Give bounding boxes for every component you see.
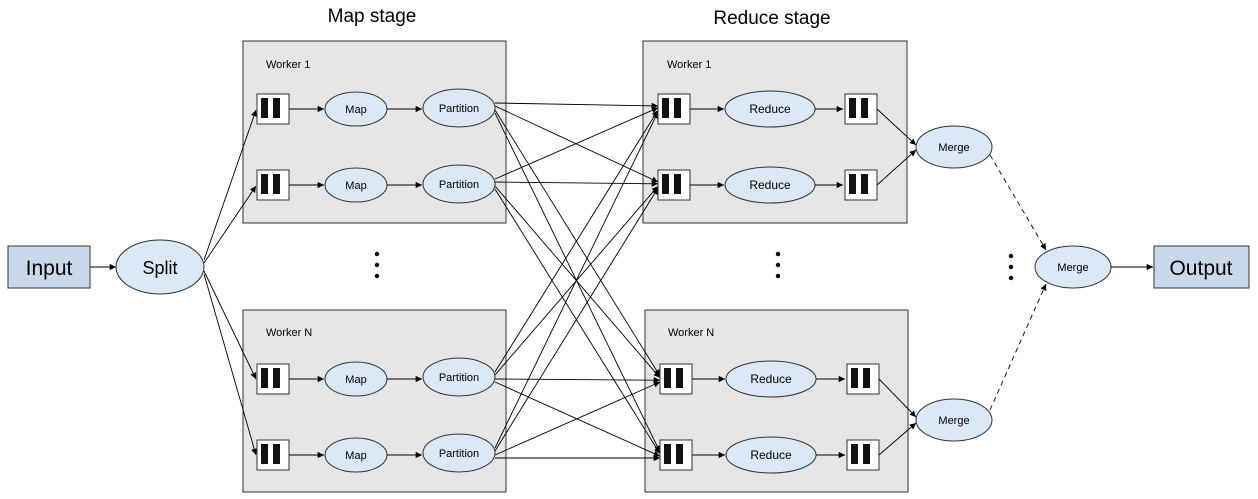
map-row: Map Partition [256, 164, 496, 204]
queue-icon [256, 439, 290, 471]
reduce-stage-title: Reduce stage [713, 8, 830, 29]
reduce-node-label: Reduce [749, 102, 791, 116]
split-label: Split [142, 258, 177, 278]
shuffle-line [494, 188, 661, 455]
map-node-label: Map [345, 374, 366, 386]
split-edges [203, 109, 258, 456]
merge-label: Merge [1057, 262, 1088, 274]
split-node: Split [115, 239, 205, 295]
shuffle-line [494, 102, 659, 110]
queue-icon [657, 93, 691, 125]
shuffle-line [494, 109, 659, 373]
map-stage-title: Map stage [328, 6, 417, 27]
partition-node-label: Partition [439, 179, 479, 191]
queue-icon [256, 93, 290, 125]
worker-label: Worker N [668, 327, 714, 339]
output-box: Output [1153, 245, 1250, 289]
shuffle-line [494, 109, 661, 377]
queue-icon [256, 169, 290, 201]
map-node-label: Map [345, 104, 366, 116]
shuffle-line [494, 381, 661, 457]
merge-node-bottom: Merge [915, 398, 993, 442]
reduce-node-label: Reduce [750, 372, 792, 386]
merge-label: Merge [938, 142, 969, 154]
ellipsis-dots [374, 251, 1014, 281]
partition-node-label: Partition [439, 448, 479, 460]
merge-edges [876, 108, 917, 456]
map-node-label: Map [345, 180, 366, 192]
worker-label: Worker 1 [266, 59, 310, 71]
final-merge-edges [989, 154, 1047, 411]
reduce-row: Reduce [657, 90, 878, 128]
input-box: Input [7, 245, 91, 289]
reduce-row: Reduce [659, 360, 880, 398]
queue-icon [844, 93, 878, 125]
queue-icon [844, 169, 878, 201]
shuffle-line [494, 111, 659, 449]
map-row: Map Partition [256, 88, 496, 128]
shuffle-line [494, 377, 661, 384]
output-label: Output [1169, 257, 1232, 280]
map-row: Map Partition [256, 357, 496, 397]
queue-icon [659, 439, 693, 471]
input-label: Input [26, 257, 73, 280]
worker-label: Worker N [266, 327, 312, 339]
shuffle-line [494, 381, 661, 456]
partition-node-label: Partition [439, 372, 479, 384]
merge-node-top: Merge [915, 125, 993, 169]
queue-icon [256, 363, 290, 395]
reduce-node-label: Reduce [750, 448, 792, 462]
queue-icon [846, 439, 880, 471]
shuffle-lines [494, 102, 661, 462]
shuffle-line [494, 180, 659, 187]
queue-icon [657, 169, 691, 201]
queue-icon [846, 363, 880, 395]
worker-label: Worker 1 [667, 59, 711, 71]
shuffle-line [494, 187, 659, 452]
reduce-node-label: Reduce [749, 178, 791, 192]
partition-node-label: Partition [439, 103, 479, 115]
queue-icon [659, 363, 693, 395]
merge-label: Merge [938, 415, 969, 427]
map-row: Map Partition [256, 433, 496, 473]
shuffle-line [494, 105, 659, 183]
map-node-label: Map [345, 450, 366, 462]
merge-node-final: Merge [1034, 245, 1112, 289]
shuffle-line [494, 185, 661, 379]
reduce-row: Reduce [657, 166, 878, 204]
shuffle-line [494, 107, 659, 180]
reduce-row: Reduce [659, 436, 880, 474]
